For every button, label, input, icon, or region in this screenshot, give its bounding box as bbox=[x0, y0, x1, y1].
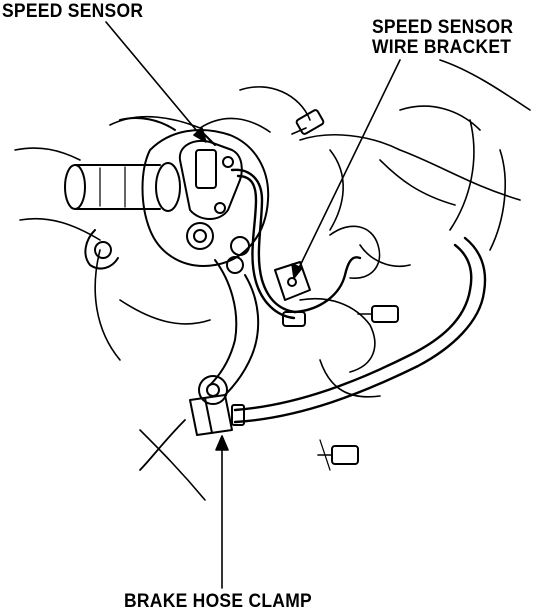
label-wire-bracket-line2: WIRE BRACKET bbox=[372, 37, 512, 58]
label-speed-sensor-text: SPEED SENSOR bbox=[2, 1, 144, 22]
knuckle-hub bbox=[84, 117, 270, 274]
background-outlines bbox=[14, 59, 531, 501]
sensor-wire bbox=[230, 168, 362, 320]
label-brake-hose-clamp: BRAKE HOSE CLAMP bbox=[124, 592, 312, 612]
lower-arm bbox=[198, 259, 260, 405]
leader-brake-hose-clamp bbox=[215, 435, 229, 589]
label-speed-sensor-wire-bracket: SPEED SENSOR WIRE BRACKET bbox=[372, 18, 513, 58]
leader-speed-sensor bbox=[105, 21, 207, 143]
bolt-lower bbox=[317, 439, 359, 471]
brake-hose-clamp bbox=[189, 394, 245, 436]
axle-shaft bbox=[64, 162, 181, 212]
speed-sensor-body bbox=[178, 129, 243, 220]
bolt-top bbox=[291, 109, 325, 135]
bolt-middle bbox=[357, 305, 399, 323]
leader-wire-bracket bbox=[291, 59, 401, 279]
label-wire-bracket-line1: SPEED SENSOR bbox=[372, 17, 514, 38]
label-brake-hose-clamp-text: BRAKE HOSE CLAMP bbox=[124, 591, 312, 612]
bolt-bracket bbox=[282, 311, 306, 327]
label-speed-sensor: SPEED SENSOR bbox=[2, 2, 143, 22]
brake-hose bbox=[139, 236, 487, 471]
